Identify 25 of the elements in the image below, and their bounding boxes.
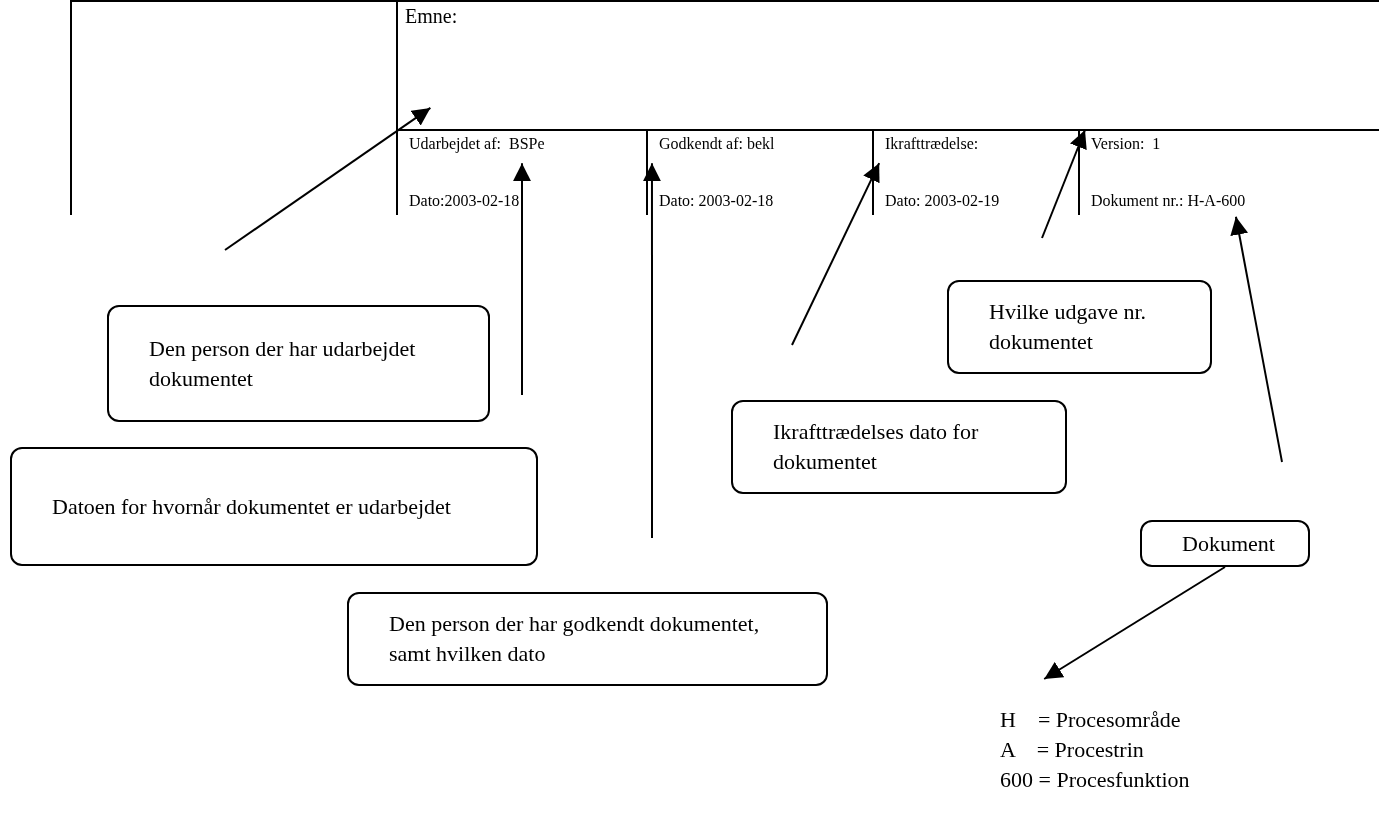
field-text: Version: 1 [1091, 134, 1161, 154]
callout-box: Datoen for hvornår dokumentet er udarbejdet [10, 447, 538, 566]
code-explanation: H = Procesområde [1000, 706, 1181, 734]
leader-arrow [1230, 215, 1283, 463]
field-text: Dato: 2003-02-19 [885, 191, 1000, 211]
callout-box: Dokument [1140, 520, 1310, 567]
callout-box: Den person der har godkendt dokumentet, samt hvilken dato [347, 592, 828, 686]
code-explanation: A = Procestrin [1000, 736, 1144, 764]
field-text: Godkendt af: bekl [659, 134, 775, 154]
leader-arrow [224, 106, 432, 251]
code-explanation: 600 = Procesfunktion [1000, 766, 1190, 794]
leader-arrow [1043, 566, 1226, 680]
field-text: Dato: 2003-02-18 [659, 191, 774, 211]
leader-arrow [1041, 129, 1087, 239]
field-text: Udarbejdet af: BSPe [409, 134, 545, 154]
leader-arrow [513, 162, 531, 396]
field-text: Dokument nr.: H-A-600 [1091, 191, 1246, 211]
callout-box: Hvilke udgave nr. dokumentet [947, 280, 1212, 374]
field-label: Emne: [405, 4, 458, 29]
leader-arrow [791, 162, 881, 346]
callout-box: Ikrafttrædelses dato for dokumentet [731, 400, 1067, 494]
field-text: Dato:2003-02-18 [409, 191, 520, 211]
callout-box: Den person der har udarbejdet dokumentet [107, 305, 490, 422]
leader-arrow [642, 162, 661, 539]
field-text: Ikrafttrædelse: [885, 134, 979, 154]
